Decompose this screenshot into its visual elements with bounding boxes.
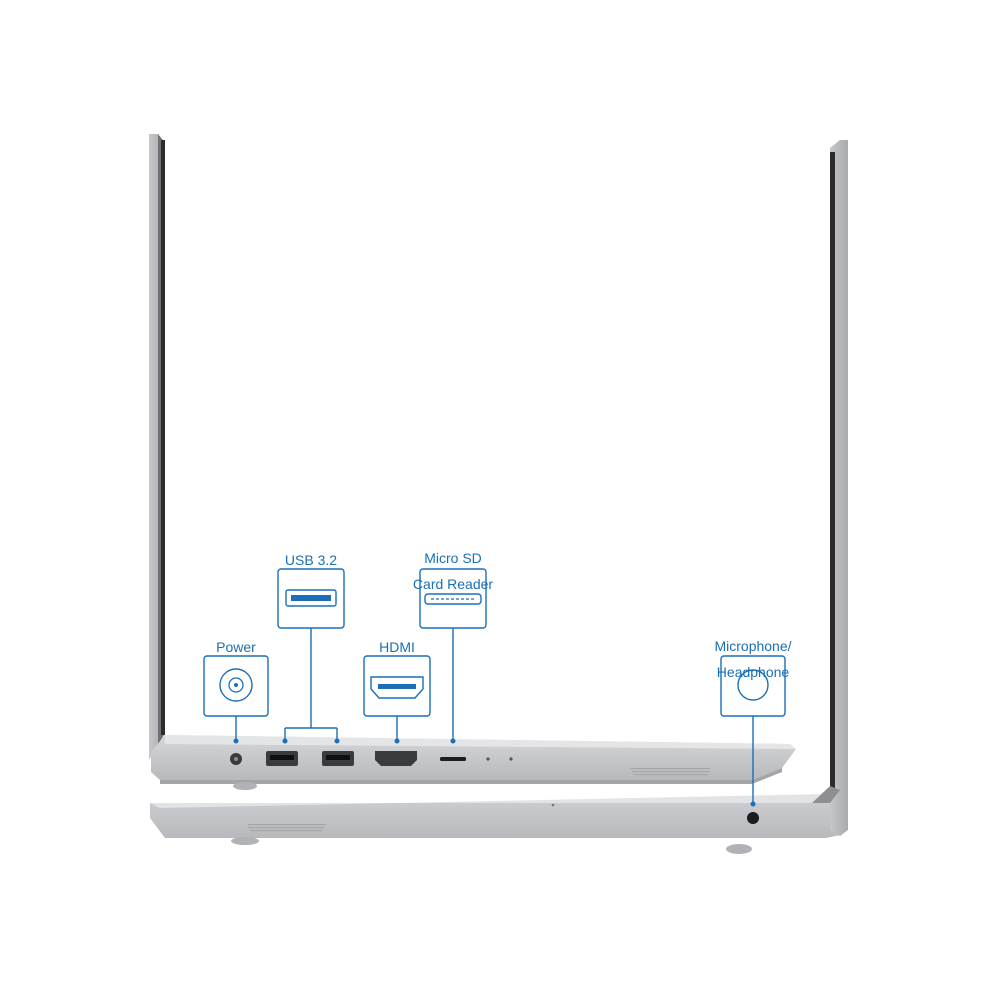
- audio-jack-port: [747, 812, 759, 824]
- sd-callout: [419, 568, 487, 744]
- usb-label: USB 3.2: [284, 552, 338, 568]
- usb-port-icon: [285, 589, 337, 607]
- power-label: Power: [216, 639, 256, 655]
- left-laptop-lid: [149, 134, 165, 760]
- audio-callout: [720, 655, 786, 807]
- sd-label-line1: Micro SD: [424, 550, 482, 566]
- speaker-grille-bottom: [248, 824, 326, 832]
- power-callout: [203, 655, 269, 744]
- hdmi-port: [375, 751, 417, 766]
- hdmi-port-icon: [370, 676, 424, 699]
- audio-label: Microphone/ Headphone: [693, 627, 813, 692]
- speaker-grille: [630, 768, 710, 776]
- rubber-foot: [233, 782, 257, 790]
- micro-sd-slot: [440, 757, 466, 761]
- hdmi-label: HDMI: [379, 639, 415, 655]
- usb-callout: [277, 568, 345, 744]
- audio-label-line2: Headphone: [716, 664, 790, 680]
- right-laptop-lid: [812, 140, 848, 836]
- audio-jack-icon: [737, 669, 769, 701]
- left-laptop-base: [151, 735, 796, 790]
- sd-label-line2: Card Reader: [412, 576, 494, 592]
- power-plug-icon: [219, 668, 253, 702]
- hdmi-callout: [363, 655, 431, 744]
- audio-label-line1: Microphone/: [714, 638, 792, 654]
- micro-sd-slot-icon: [424, 593, 482, 605]
- right-laptop-base: [150, 780, 840, 854]
- sd-label: Micro SD Card Reader: [398, 539, 508, 604]
